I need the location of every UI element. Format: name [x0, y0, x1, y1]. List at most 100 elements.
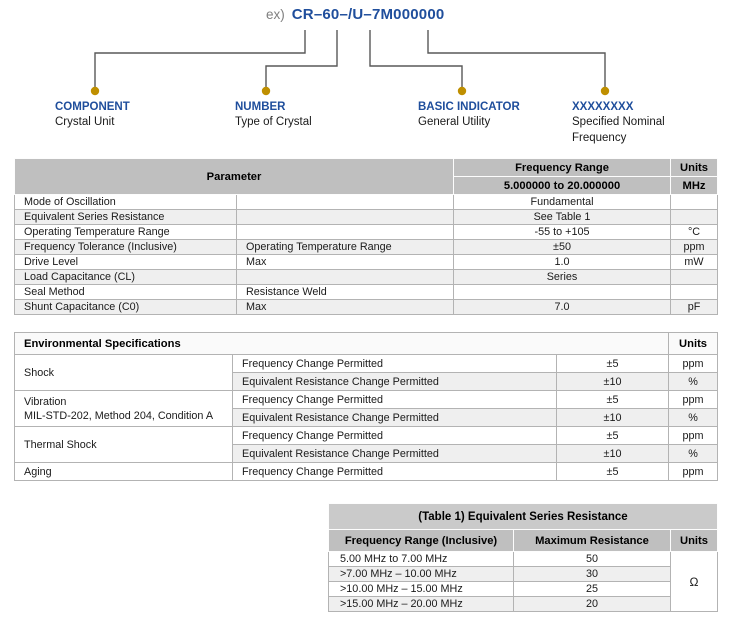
label-title: NUMBER [235, 101, 286, 113]
label-title: BASIC INDICATOR [418, 101, 520, 113]
parameter-header: Parameter [13, 158, 455, 195]
table-header-row: Parameter Frequency Range Units [13, 158, 719, 195]
table-row: Drive Level Max 1.0 mW [14, 254, 719, 270]
environmental-specifications-table: Environmental Specifications Units Shock… [13, 332, 719, 481]
env-value: ±5 [555, 462, 670, 481]
param-condition: Max [235, 254, 455, 270]
param-name: Mode of Oscillation [14, 194, 237, 210]
param-name: Drive Level [14, 254, 237, 270]
table-row: Aging Frequency Change Permitted ±5 ppm [14, 462, 719, 481]
connector-line-component [94, 30, 306, 88]
env-unit: ppm [668, 426, 719, 445]
label-specified-frequency: XXXXXXXX Specified Nominal Frequency [572, 100, 684, 146]
esr-resistance: 20 [513, 596, 671, 612]
label-subtitle: General Utility [418, 116, 491, 128]
table-row: Shunt Capacitance (C0) Max 7.0 pF [14, 299, 719, 315]
esr-table: (Table 1) Equivalent Series Resistance F… [327, 503, 719, 612]
param-name: Frequency Tolerance (Inclusive) [14, 239, 237, 255]
esr-resistance-header: Maximum Resistance [513, 529, 671, 552]
param-name: Operating Temperature Range [14, 224, 237, 240]
esr-units-header: Units [669, 529, 719, 552]
env-group-thermal-shock: Thermal Shock [14, 426, 233, 463]
param-value: Fundamental [453, 194, 672, 210]
param-unit: °C [670, 224, 719, 240]
param-name: Load Capacitance (CL) [14, 269, 237, 285]
frequency-range-header: Frequency Range [453, 158, 672, 177]
env-test: Equivalent Resistance Change Permitted [232, 444, 557, 463]
label-subtitle: Crystal Unit [55, 116, 115, 128]
esr-resistance: 30 [513, 566, 671, 582]
param-condition [235, 194, 455, 210]
env-value: ±10 [555, 444, 670, 463]
group-name2: MIL-STD-202, Method 204, Condition A [24, 409, 214, 422]
table-header-row: Frequency Range (Inclusive) Maximum Resi… [328, 529, 719, 552]
env-group-shock: Shock [14, 354, 233, 391]
param-value: ±50 [453, 239, 672, 255]
table-row: Equivalent Resistance Change Permitted ±… [15, 408, 719, 427]
units-header: Units [668, 332, 719, 355]
table-row: Seal Method Resistance Weld [14, 284, 719, 300]
esr-resistance: 25 [513, 581, 671, 597]
label-component: COMPONENT Crystal Unit [55, 100, 225, 131]
param-name: Shunt Capacitance (C0) [14, 299, 237, 315]
table-row: Shock Frequency Change Permitted ±5 ppm [14, 354, 719, 391]
connector-dot [90, 86, 100, 96]
group-name: Thermal Shock [24, 438, 97, 451]
param-condition [235, 224, 455, 240]
table-row: >15.00 MHz – 20.00 MHz 20 [328, 596, 718, 612]
env-test: Equivalent Resistance Change Permitted [232, 408, 557, 427]
env-unit: ppm [668, 354, 719, 373]
units-value: MHz [670, 176, 719, 195]
param-condition [235, 209, 455, 225]
table-row: Thermal Shock Frequency Change Permitted… [14, 426, 719, 463]
connector-dot [261, 86, 271, 96]
param-condition: Resistance Weld [235, 284, 455, 300]
param-unit: pF [670, 299, 719, 315]
table-row: Vibration MIL-STD-202, Method 204, Condi… [14, 390, 719, 427]
param-condition: Operating Temperature Range [235, 239, 455, 255]
param-value: 7.0 [453, 299, 672, 315]
env-unit: % [668, 408, 719, 427]
table-row: Equivalent Resistance Change Permitted ±… [15, 372, 719, 391]
param-name: Equivalent Series Resistance [14, 209, 237, 225]
esr-table-title: (Table 1) Equivalent Series Resistance [327, 503, 719, 530]
param-unit: mW [670, 254, 719, 270]
connector-line-number [265, 30, 338, 88]
label-basic-indicator: BASIC INDICATOR General Utility [418, 100, 588, 131]
label-title: COMPONENT [55, 101, 130, 113]
env-unit: ppm [668, 462, 719, 481]
env-unit: % [668, 372, 719, 391]
param-value: 1.0 [453, 254, 672, 270]
env-test: Frequency Change Permitted [232, 462, 557, 481]
param-unit [670, 209, 719, 225]
param-condition [235, 269, 455, 285]
esr-range: 5.00 MHz to 7.00 MHz [328, 551, 514, 567]
part-number-prefix: ex) [266, 7, 285, 22]
env-value: ±10 [555, 372, 670, 391]
param-name: Seal Method [14, 284, 237, 300]
param-unit [670, 194, 719, 210]
table-row: >7.00 MHz – 10.00 MHz 30 [328, 566, 718, 582]
env-value: ±10 [555, 408, 670, 427]
param-value: Series [453, 269, 672, 285]
param-unit [670, 269, 719, 285]
esr-range-header: Frequency Range (Inclusive) [328, 529, 514, 552]
env-test: Frequency Change Permitted [232, 426, 557, 445]
table-title-row: (Table 1) Equivalent Series Resistance [327, 503, 719, 530]
group-name: Aging [24, 465, 52, 478]
env-test: Frequency Change Permitted [232, 390, 557, 409]
connector-line-frequency [427, 30, 606, 88]
group-name: Shock [24, 366, 55, 379]
param-value [453, 284, 672, 300]
param-unit: ppm [670, 239, 719, 255]
param-value: See Table 1 [453, 209, 672, 225]
connector-line-basic-indicator [369, 30, 463, 88]
group-name: Vibration [24, 395, 67, 408]
esr-range: >15.00 MHz – 20.00 MHz [328, 596, 514, 612]
table-row: 5.00 MHz to 7.00 MHz 50 Ω [328, 551, 719, 612]
table-row: Load Capacitance (CL) Series [14, 269, 719, 285]
table-row: Equivalent Series Resistance See Table 1 [14, 209, 719, 225]
environmental-title: Environmental Specifications [13, 332, 670, 355]
env-group-aging: Aging [14, 462, 233, 481]
